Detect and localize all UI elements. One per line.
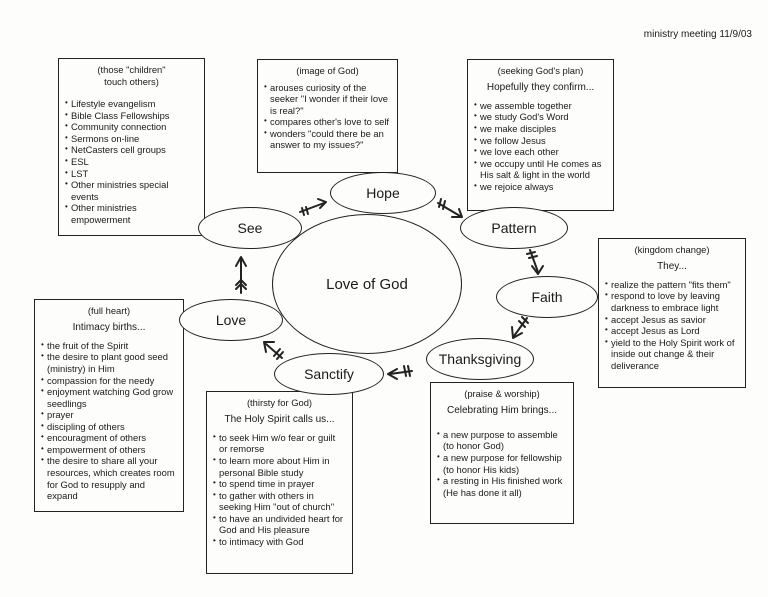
list-item: accept Jesus as Lord xyxy=(605,325,739,337)
pattern-node: Pattern xyxy=(460,207,568,249)
arrow-see-to-hope xyxy=(299,198,327,216)
sanctify-label: Sanctify xyxy=(304,366,354,382)
list-item: respond to love by leaving darkness to e… xyxy=(605,290,739,313)
list-item: the fruit of the Spirit xyxy=(41,340,177,352)
thanksgiving-box-subtitle: Celebrating Him brings... xyxy=(446,404,558,416)
list-item: we rejoice always xyxy=(474,181,607,193)
list-item: compares other's love to self xyxy=(264,116,391,128)
arrow-hope-to-pattern xyxy=(437,198,463,218)
love-box-title: (full heart) xyxy=(87,305,131,316)
see-box-list: Lifestyle evangelism Bible Class Fellows… xyxy=(65,98,198,225)
pattern-label: Pattern xyxy=(491,220,537,236)
pattern-box-title: (seeking God's plan) xyxy=(497,65,584,76)
list-item: a new purpose to assemble (to honor God) xyxy=(437,429,567,452)
list-item: yield to the Holy Spirit work of inside … xyxy=(605,337,739,372)
arrow-pattern-to-faith xyxy=(526,249,544,275)
list-item: the desire to share all your resources, … xyxy=(41,455,177,501)
list-item: Sermons on-line xyxy=(65,133,198,145)
sanctify-box-list: to seek Him w/o fear or guilt or remorse… xyxy=(213,432,346,548)
see-box-title-line2: touch others) xyxy=(104,75,159,87)
sanctify-node: Sanctify xyxy=(274,353,384,395)
list-item: a new purpose for fellowship (to honor H… xyxy=(437,452,567,475)
pattern-box-subtitle: Hopefully they confirm... xyxy=(486,81,595,93)
thanksgiving-box-list: a new purpose to assemble (to honor God)… xyxy=(437,429,567,498)
list-item: accept Jesus as savior xyxy=(605,314,739,326)
list-item: prayer xyxy=(41,409,177,421)
list-item: Community connection xyxy=(65,121,198,133)
list-item: arouses curiosity of the seeker "I wonde… xyxy=(264,82,391,117)
love-of-god-label: Love of God xyxy=(326,275,408,293)
list-item: compassion for the needy xyxy=(41,375,177,387)
list-item: Bible Class Fellowships xyxy=(65,110,198,122)
love-box: (full heart) Intimacy births... the frui… xyxy=(34,299,184,512)
hope-box-title: (image of God) xyxy=(296,65,359,76)
list-item: we study God's Word xyxy=(474,111,607,123)
list-item: to seek Him w/o fear or guilt or remorse xyxy=(213,432,346,455)
pattern-box-list: we assemble together we study God's Word… xyxy=(474,100,607,193)
list-item: ESL xyxy=(65,156,198,168)
list-item: encouragment of others xyxy=(41,432,177,444)
faith-box-title: (kingdom change) xyxy=(634,244,710,255)
see-box-title: (those "children" touch others) xyxy=(65,64,198,87)
list-item: we occupy until He comes as His salt & l… xyxy=(474,158,607,181)
list-item: discipling of others xyxy=(41,421,177,433)
arrow-faith-to-thanksgiving xyxy=(511,316,529,339)
faith-label: Faith xyxy=(531,289,563,305)
list-item: LST xyxy=(65,168,198,180)
faith-box-subtitle: They... xyxy=(657,260,687,272)
list-item: we make disciples xyxy=(474,123,607,135)
thanksgiving-box: (praise & worship) Celebrating Him bring… xyxy=(430,382,574,524)
list-item: Other ministries empowerment xyxy=(65,202,198,225)
hope-box-list: arouses curiosity of the seeker "I wonde… xyxy=(264,82,391,151)
list-item: Lifestyle evangelism xyxy=(65,98,198,110)
arrow-sanctify-to-love xyxy=(263,341,284,360)
sanctify-box-subtitle: The Holy Spirit calls us... xyxy=(224,413,335,425)
thanksgiving-node: Thanksgiving xyxy=(426,338,534,380)
love-box-list: the fruit of the Spirit the desire to pl… xyxy=(41,340,177,502)
hope-box: (image of God) arouses curiosity of the … xyxy=(257,59,398,173)
pattern-box: (seeking God's plan) Hopefully they conf… xyxy=(467,59,614,211)
see-box: (those "children" touch others) Lifestyl… xyxy=(58,58,205,236)
list-item: a resting in His finished work (He has d… xyxy=(437,475,567,498)
arrow-love-to-see xyxy=(235,256,247,294)
see-node: See xyxy=(198,207,302,249)
list-item: to intimacy with God xyxy=(213,536,346,548)
list-item: the desire to plant good seed (ministry)… xyxy=(41,351,177,374)
love-node: Love xyxy=(179,299,283,341)
sanctify-box: (thirsty for God) The Holy Spirit calls … xyxy=(206,391,353,574)
header-note: ministry meeting 11/9/03 xyxy=(643,29,752,40)
faith-node: Faith xyxy=(496,276,598,318)
list-item: we love each other xyxy=(474,146,607,158)
see-label: See xyxy=(237,220,263,236)
list-item: empowerment of others xyxy=(41,444,177,456)
sanctify-box-title: (thirsty for God) xyxy=(246,397,313,408)
list-item: NetCasters cell groups xyxy=(65,144,198,156)
list-item: Other ministries special events xyxy=(65,179,198,202)
love-label: Love xyxy=(215,312,247,328)
list-item: to gather with others in seeking Him "ou… xyxy=(213,490,346,513)
list-item: wonders "could there be an answer to my … xyxy=(264,128,391,151)
love-of-god-node: Love of God xyxy=(272,214,462,354)
list-item: enjoyment watching God grow seedlings xyxy=(41,386,177,409)
list-item: to learn more about Him in personal Bibl… xyxy=(213,455,346,478)
love-box-subtitle: Intimacy births... xyxy=(72,321,146,333)
arrow-thanksgiving-to-sanctify xyxy=(387,365,413,380)
hope-node: Hope xyxy=(330,172,436,214)
list-item: to have an undivided heart for God and H… xyxy=(213,513,346,536)
faith-box-list: realize the pattern "fits them" respond … xyxy=(605,279,739,372)
thanksgiving-box-title: (praise & worship) xyxy=(464,388,540,399)
list-item: realize the pattern "fits them" xyxy=(605,279,739,291)
thanksgiving-label: Thanksgiving xyxy=(438,351,522,367)
list-item: we assemble together xyxy=(474,100,607,112)
hope-label: Hope xyxy=(366,185,400,201)
see-box-title-line1: (those "children" xyxy=(97,64,166,75)
list-item: we follow Jesus xyxy=(474,135,607,147)
faith-box: (kingdom change) They... realize the pat… xyxy=(598,238,746,388)
list-item: to spend time in prayer xyxy=(213,478,346,490)
